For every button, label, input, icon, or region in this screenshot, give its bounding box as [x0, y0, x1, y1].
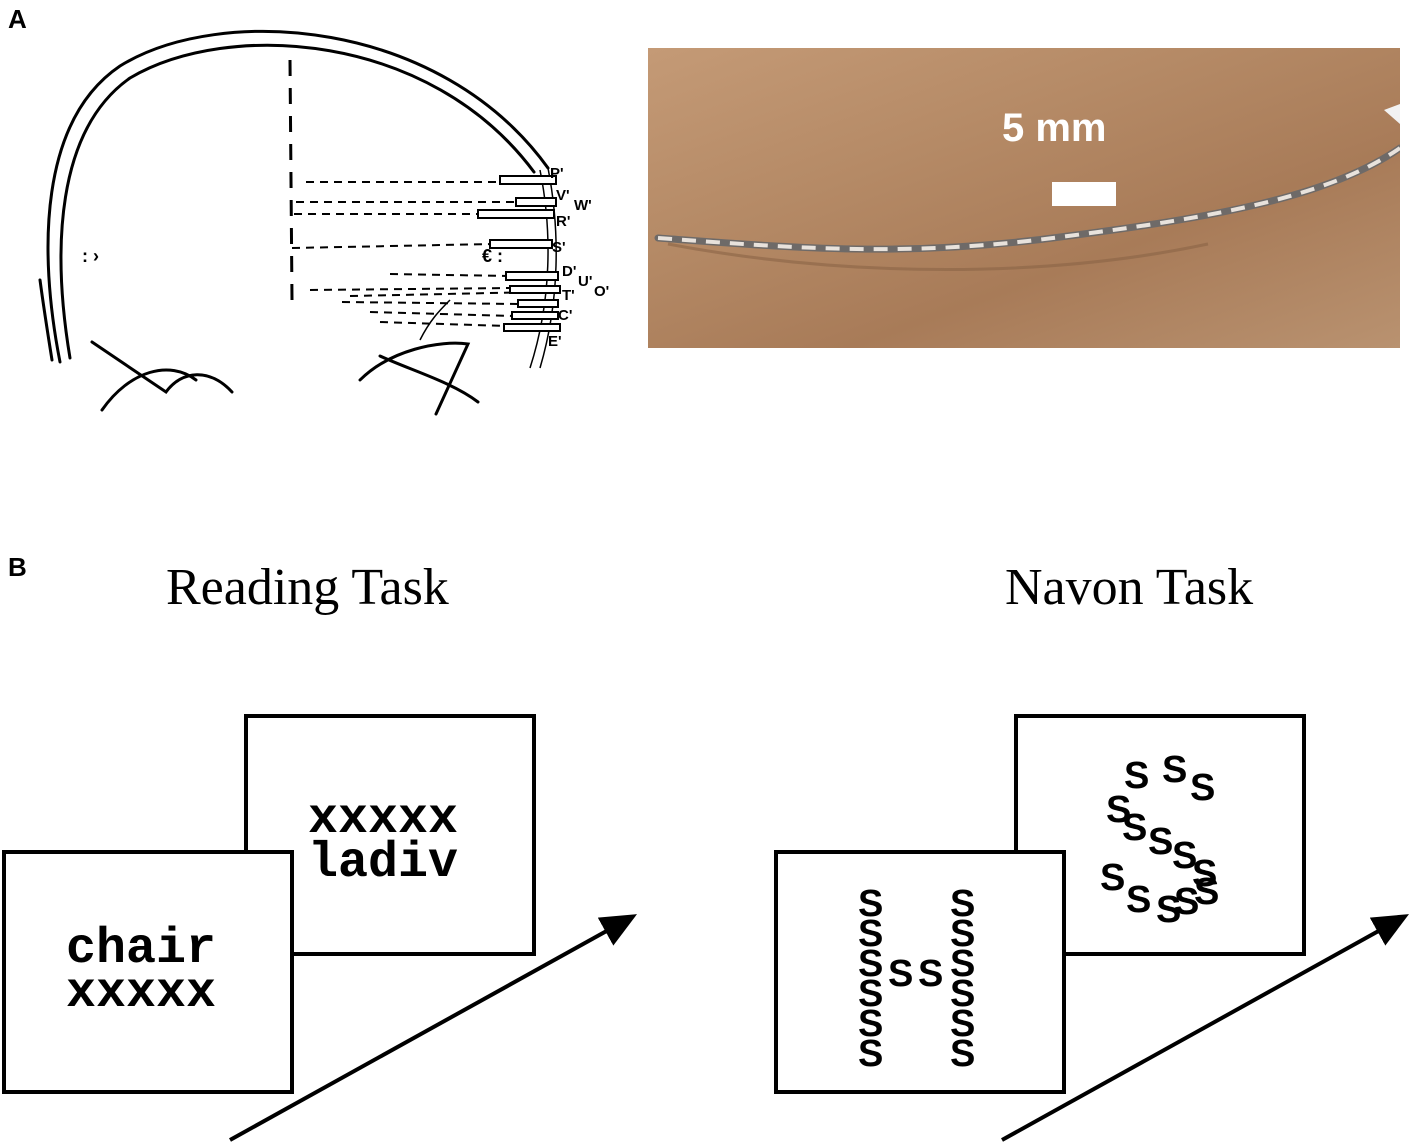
navon-local-letter: S [858, 1033, 883, 1075]
orbit-right-detail [378, 354, 480, 404]
reading-stimulus-front: chair xxxxx [2, 850, 294, 1094]
electrode-label: V' [556, 187, 570, 204]
electrode-t [517, 299, 559, 308]
navon-local-letter: S [858, 883, 883, 925]
trajectory-d [389, 273, 509, 277]
navon-local-letter: S [950, 1033, 975, 1075]
electrode-label: U' [578, 273, 592, 290]
trajectory-o [349, 291, 541, 297]
navon-local-letter: S [950, 943, 975, 985]
stimulus-line: xxxxx [66, 965, 217, 1022]
electrode-label: C' [558, 307, 572, 324]
electrode-u [509, 285, 561, 294]
electrode-e [503, 323, 561, 332]
navon-local-letter: S [1172, 835, 1197, 877]
stimulus-line: ladiv [308, 835, 459, 892]
navon-local-letter: S [1122, 807, 1147, 849]
electrode-label: T' [562, 287, 575, 304]
navon-local-letter: S [858, 913, 883, 955]
electrode-r [477, 209, 555, 219]
orbit-left-detail [100, 368, 198, 412]
electrode-label: P' [550, 165, 564, 182]
trajectory-t [341, 301, 521, 305]
navon-local-letter: S [950, 1003, 975, 1045]
electrode-v [515, 197, 557, 207]
navon-task-title: Navon Task [1005, 559, 1254, 616]
posterior-curve [539, 167, 557, 369]
stimulus-line: chair [66, 921, 217, 978]
posterior-curve [419, 299, 451, 341]
trajectory-e [379, 321, 507, 327]
navon-local-letter: S [1148, 821, 1173, 863]
electrode-d [505, 271, 559, 281]
skull-frontal-contour [38, 278, 54, 362]
trajectory-s [291, 243, 493, 249]
stimulus-line: xxxxx [308, 791, 459, 848]
electrode-label: W' [574, 197, 592, 214]
navon-local-letter: S [858, 973, 883, 1015]
scale-bar [1052, 182, 1116, 206]
electrode-photo: 5 mm [648, 48, 1400, 348]
navon-local-letter: S [858, 1003, 883, 1045]
navon-local-letter: S [888, 953, 913, 995]
navon-local-letter: S [918, 953, 943, 995]
electrode-c [511, 311, 559, 320]
electrode-s [489, 239, 553, 249]
scale-bar-label: 5 mm [1002, 106, 1107, 150]
navon-local-letter: S [950, 973, 975, 1015]
navon-local-letter: S [1174, 881, 1199, 923]
navon-local-letter: S [1162, 749, 1187, 791]
skull-electrode-diagram: : › € : P' V' W' R' S' D' U' O' T' C' [38, 29, 609, 416]
electrode-p [499, 175, 557, 185]
navon-local-letter: S [1106, 789, 1131, 831]
electrode-label: O' [594, 283, 609, 300]
skull-outer-contour [46, 29, 550, 364]
wire-tip [1384, 104, 1400, 124]
skull-mark: : › [82, 246, 99, 266]
midline [288, 59, 294, 301]
navon-local-letter: S [1124, 755, 1149, 797]
navon-local-letter: S [1194, 871, 1219, 913]
electrode-label: D' [562, 263, 576, 280]
navon-local-letter: S [1192, 853, 1217, 895]
panel-label-b: B [8, 552, 27, 582]
electrode-wire [654, 104, 1400, 271]
electrode-label: R' [556, 213, 570, 230]
navon-local-letter: S [950, 913, 975, 955]
orbit-left [90, 340, 234, 395]
navon-local-letter: S [1190, 767, 1215, 809]
electrode-label: S' [552, 239, 566, 256]
navon-local-letter: S [858, 943, 883, 985]
navon-local-letter: S [950, 883, 975, 925]
skull-mark: € : [482, 246, 503, 266]
orbit-right [358, 341, 471, 416]
electrode-label: E' [548, 333, 562, 350]
navon-local-letter: S [1100, 857, 1125, 899]
posterior-curve [529, 169, 549, 369]
navon-local-letter: S [1126, 879, 1151, 921]
trajectory-u [309, 287, 513, 291]
skull-inner-contour [59, 43, 536, 360]
panel-label-a: A [8, 4, 27, 34]
trajectory-c [369, 311, 515, 317]
reading-task-title: Reading Task [166, 559, 449, 616]
